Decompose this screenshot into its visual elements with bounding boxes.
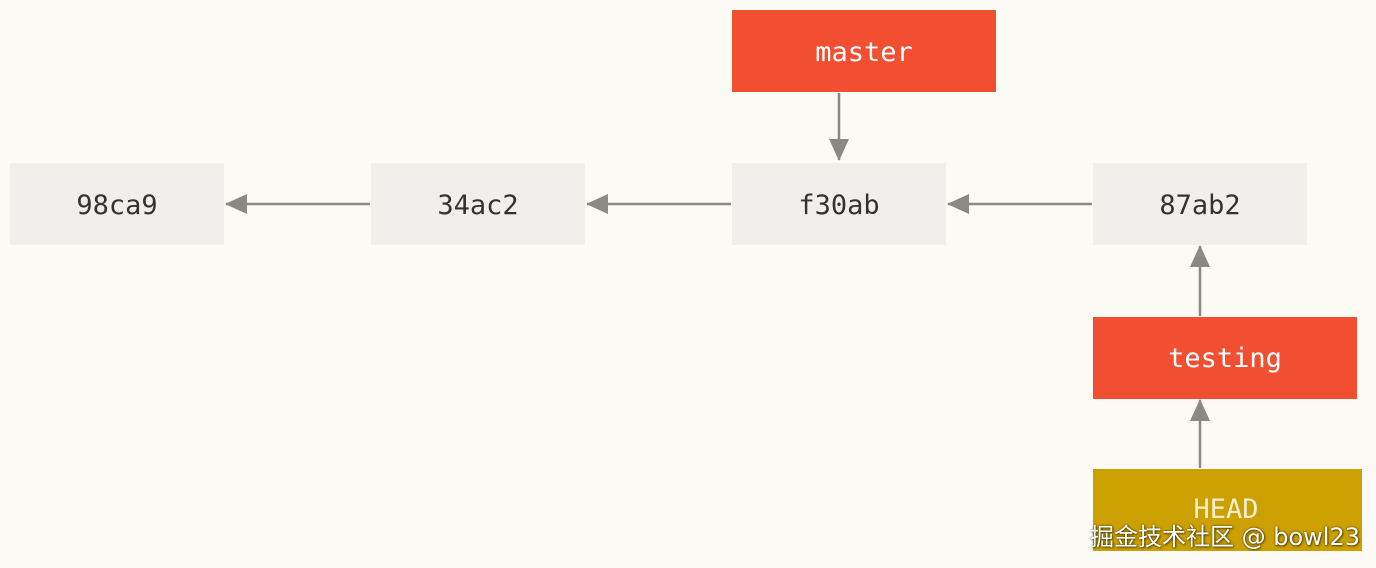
commit-label: 87ab2 (1159, 190, 1240, 221)
branch-master: master (732, 10, 996, 92)
pointer-arrows (829, 93, 1210, 468)
branch-testing: testing (1093, 317, 1357, 399)
commit-87ab2: 87ab2 (1093, 163, 1307, 245)
commit-box (371, 163, 585, 245)
commit-box (732, 163, 946, 245)
branch-box (732, 10, 996, 92)
head-label: HEAD (1193, 494, 1258, 525)
branch-label: master (815, 37, 913, 68)
head-box (1093, 469, 1362, 551)
commit-34ac2: 34ac2 (371, 163, 585, 245)
head-pointer: HEAD (1093, 469, 1362, 551)
commit-box (10, 163, 224, 245)
commit-box (1093, 163, 1307, 245)
commit-f30ab: f30ab (732, 163, 946, 245)
watermark: 掘金技术社区 @ bowl23 (1089, 523, 1360, 551)
commit-98ca9: 98ca9 (10, 163, 224, 245)
commit-label: 98ca9 (76, 190, 157, 221)
branch-box (1093, 317, 1357, 399)
commit-label: f30ab (798, 190, 879, 221)
commit-label: 34ac2 (437, 190, 518, 221)
branch-label: testing (1168, 343, 1282, 374)
